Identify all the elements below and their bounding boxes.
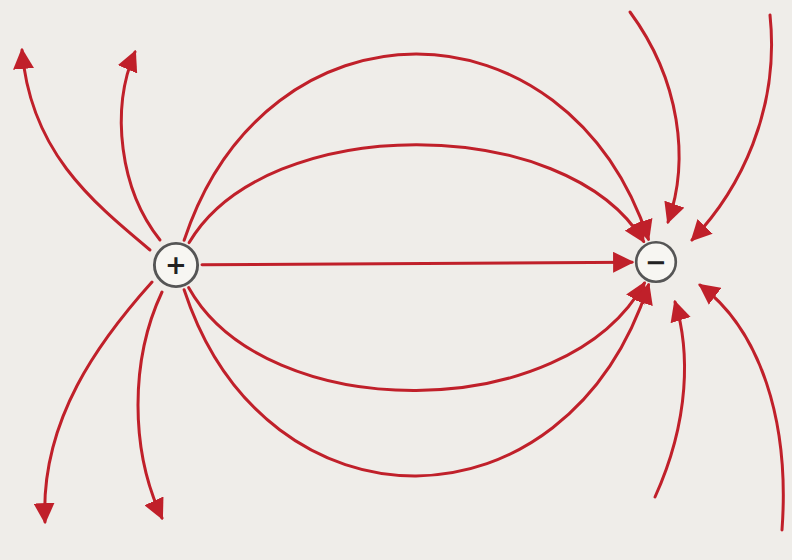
field-line	[121, 52, 160, 240]
field-line	[692, 15, 772, 240]
field-line	[655, 302, 685, 497]
charge-circle: +	[152, 241, 200, 289]
field-line	[184, 285, 648, 476]
field-line	[184, 54, 648, 240]
field-line	[138, 292, 162, 518]
field-line	[22, 50, 150, 250]
field-line	[189, 283, 645, 390]
field-line	[45, 282, 152, 522]
field-line	[189, 145, 643, 243]
charge-circle: −	[634, 240, 678, 284]
field-line	[630, 12, 679, 222]
charge-sign: +	[165, 252, 187, 278]
field-line	[700, 285, 783, 530]
field-line	[202, 262, 632, 265]
charge-sign: −	[645, 249, 667, 275]
